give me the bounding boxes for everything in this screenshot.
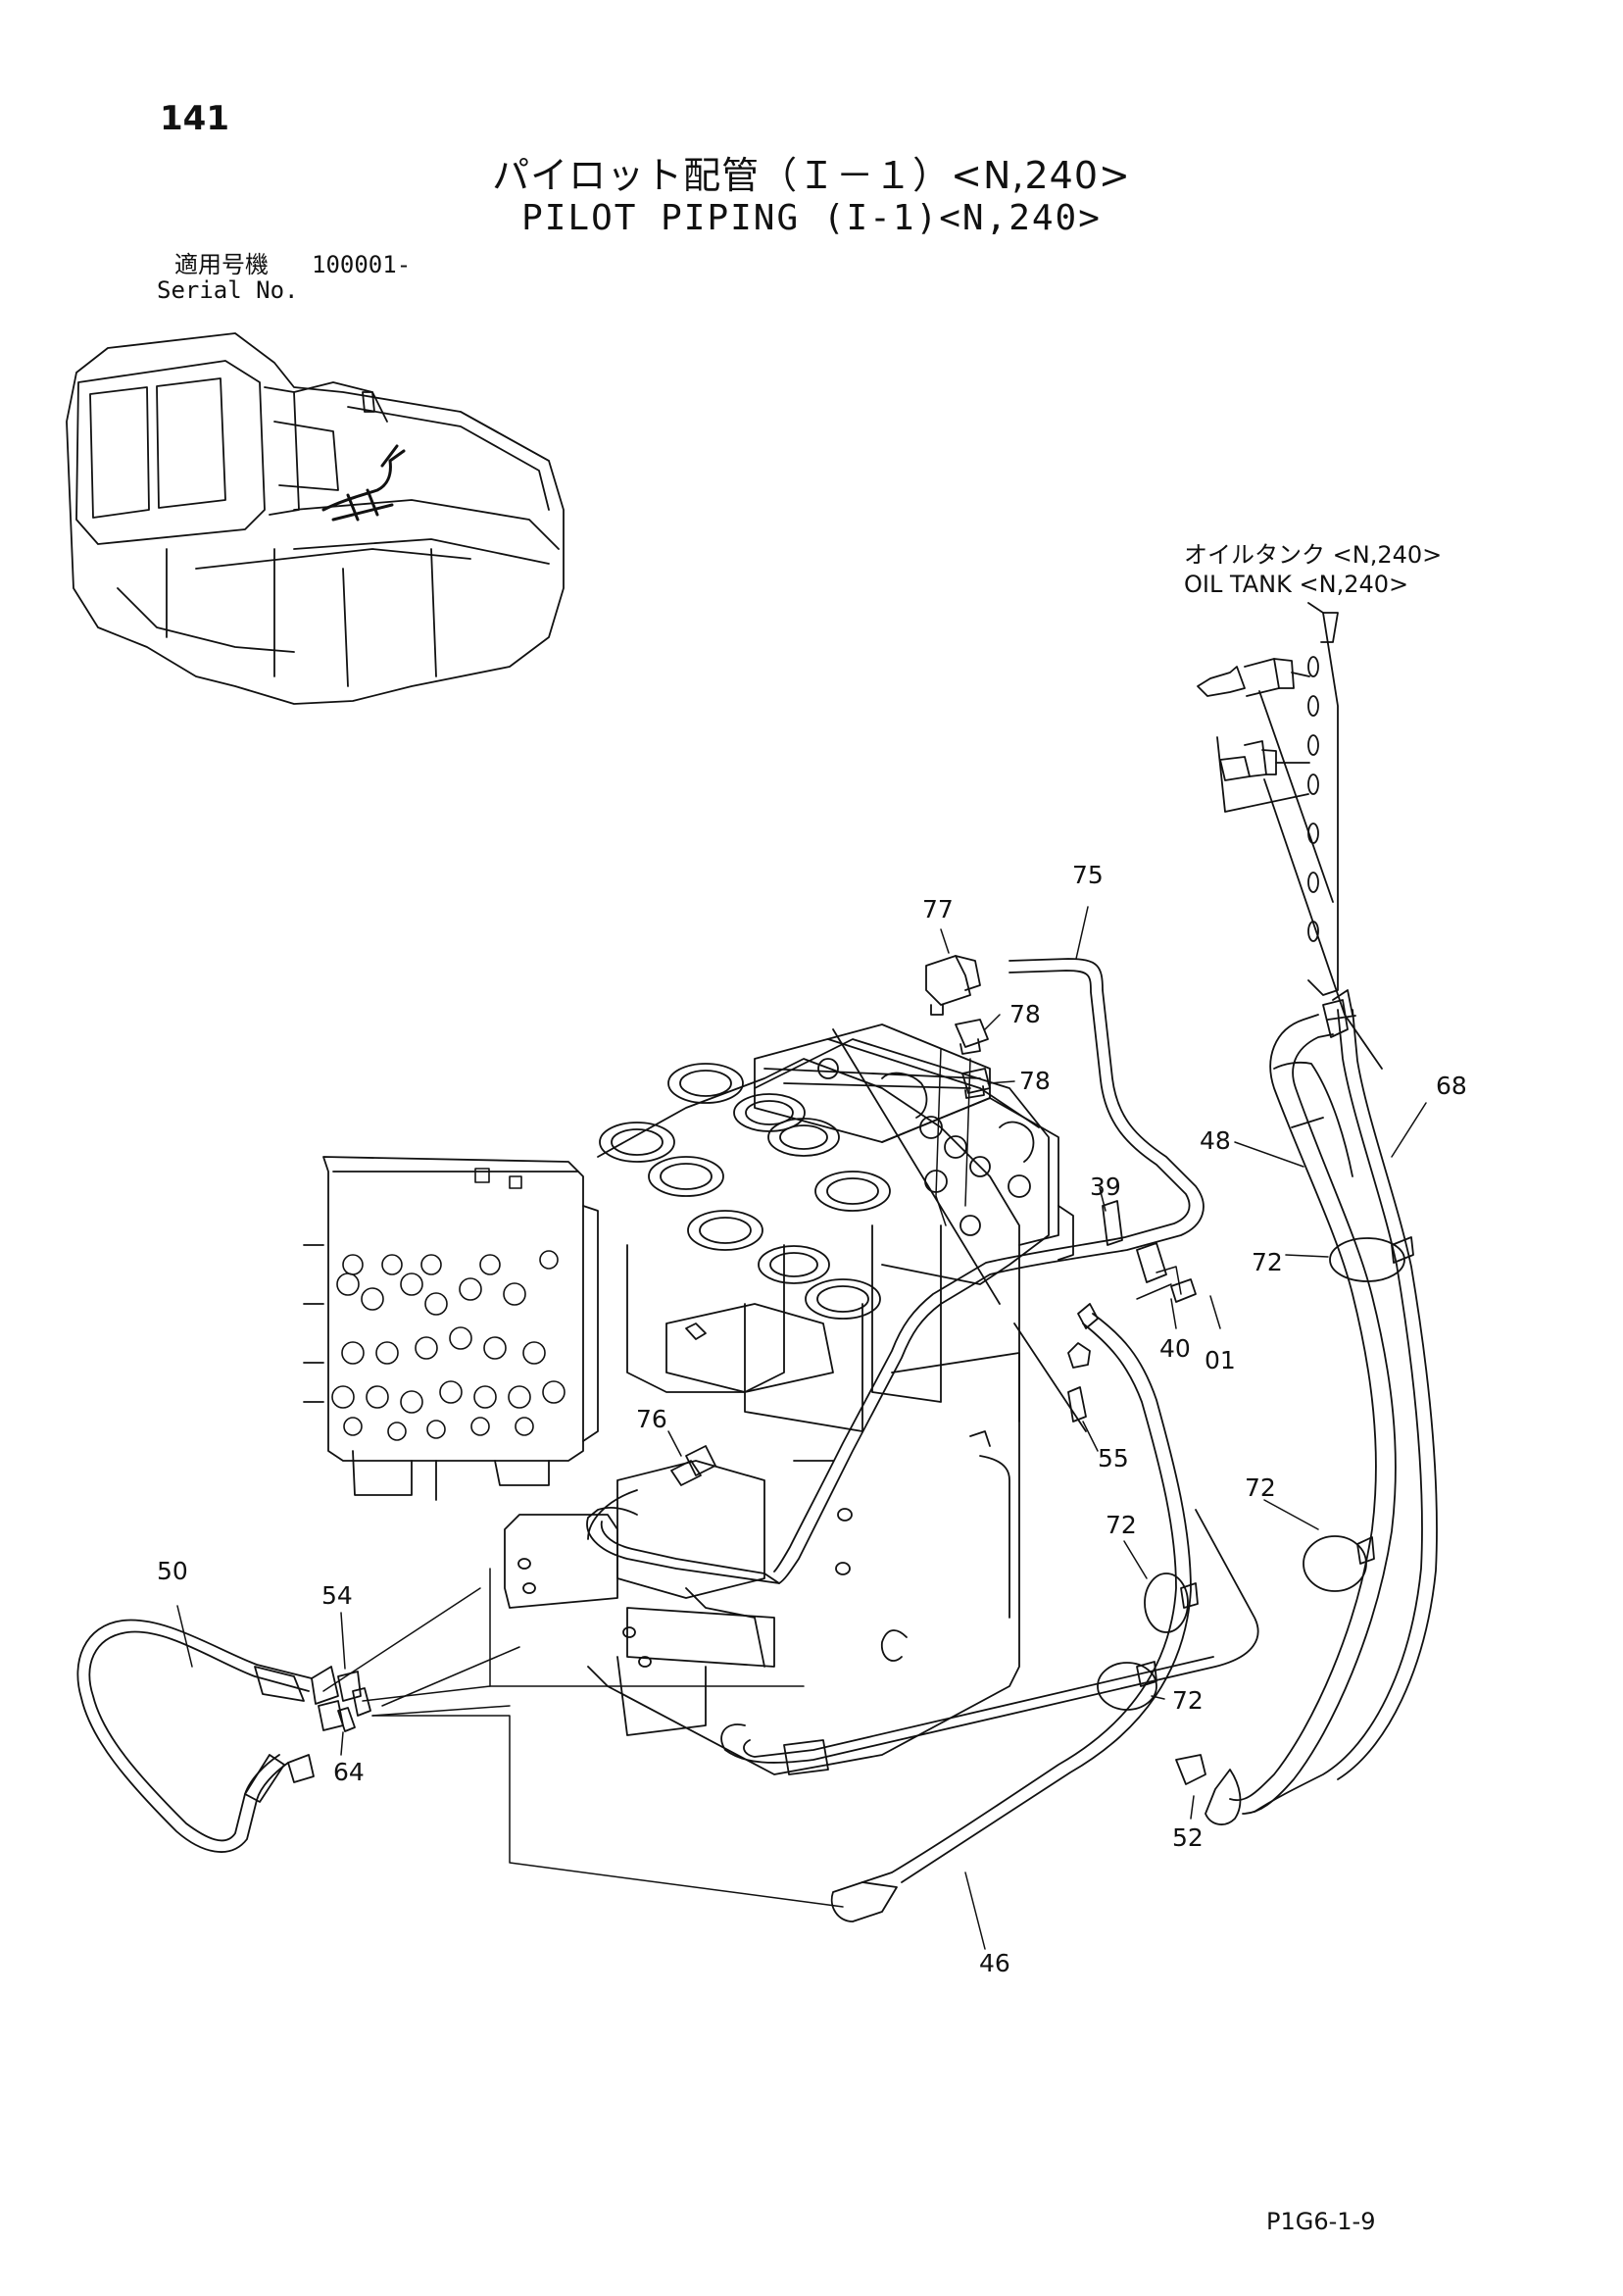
callout-54: 54 <box>321 1581 353 1610</box>
callout-68: 68 <box>1436 1072 1467 1100</box>
callout-78-lower: 78 <box>1019 1067 1051 1095</box>
serial-label-english: Serial No. <box>157 276 299 304</box>
callout-48: 48 <box>1200 1126 1231 1155</box>
document-code: P1G6-1-9 <box>1266 2208 1376 2235</box>
oil-tank-label-japanese: オイルタンク <N,240> <box>1184 541 1443 569</box>
page-number: 141 <box>160 99 229 138</box>
callout-72-middle: 72 <box>1106 1511 1137 1539</box>
callout-64: 64 <box>333 1758 365 1786</box>
callout-46: 46 <box>979 1949 1010 1977</box>
fittings <box>319 956 1413 1731</box>
callout-52: 52 <box>1172 1823 1204 1852</box>
callout-01: 01 <box>1205 1346 1236 1374</box>
control-valve-assembly <box>304 1024 1086 1774</box>
oil-tank-drawing <box>1198 603 1382 1069</box>
hose-68 <box>1254 990 1437 1812</box>
callout-50: 50 <box>157 1557 188 1585</box>
callout-39: 39 <box>1090 1173 1121 1201</box>
leader-lines <box>323 1049 1171 1907</box>
oil-tank-label-english: OIL TANK <N,240> <box>1184 571 1409 598</box>
callout-72-upper: 72 <box>1252 1248 1283 1276</box>
serial-label-japanese: 適用号機 <box>174 251 269 278</box>
valve-spool-bores <box>600 1064 890 1319</box>
pilot-tube-76 <box>588 1446 715 1539</box>
serial-number-value: 100001- <box>312 251 412 278</box>
callout-55: 55 <box>1098 1444 1129 1472</box>
callout-leaders <box>177 907 1426 1949</box>
callout-75: 75 <box>1072 861 1104 889</box>
hose-50 <box>77 1621 338 1853</box>
excavator-overview-drawing <box>67 333 564 704</box>
pilot-block-bolts <box>332 1169 565 1440</box>
hose-48 <box>1230 1000 1396 1814</box>
page-title-japanese: パイロット配管（Ｉ－１）<N,240> <box>492 154 1131 197</box>
callout-72-lower: 72 <box>1172 1686 1204 1715</box>
page-title-english: PILOT PIPING (I-1)<N,240> <box>521 198 1102 238</box>
callout-40: 40 <box>1159 1334 1191 1363</box>
pipe-75 <box>587 959 1204 1583</box>
pipe-52 <box>721 1510 1258 1824</box>
callout-78-upper: 78 <box>1009 1000 1041 1028</box>
hose-46 <box>832 1304 1191 1922</box>
callout-77: 77 <box>922 895 954 923</box>
callout-76: 76 <box>636 1405 667 1433</box>
callout-72-right: 72 <box>1245 1473 1276 1502</box>
